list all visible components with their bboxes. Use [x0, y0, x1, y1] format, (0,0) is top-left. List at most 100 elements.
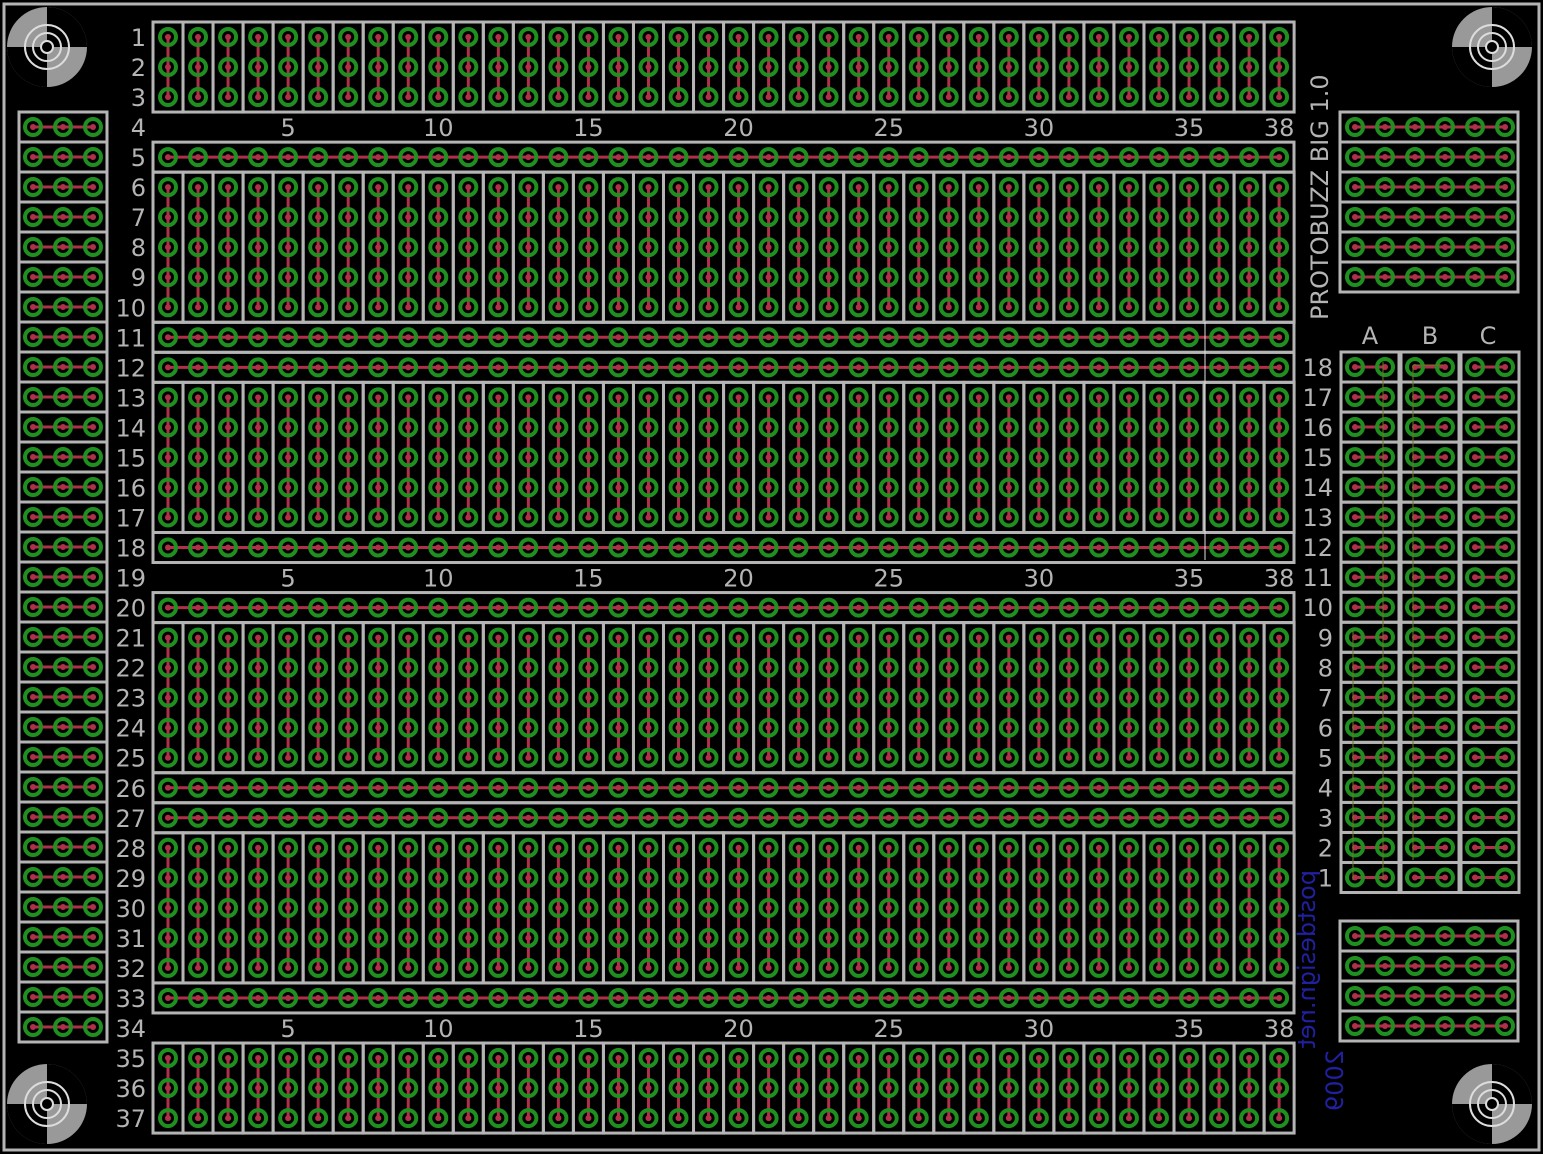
pad	[1028, 627, 1049, 648]
pad	[998, 237, 1019, 258]
pad	[818, 57, 839, 78]
pad-hole	[525, 934, 532, 941]
pad	[1269, 327, 1290, 348]
pad	[1345, 447, 1365, 468]
side-cell-outline	[1399, 861, 1461, 895]
pad	[1209, 867, 1230, 888]
pad	[1179, 807, 1200, 828]
pad-hole	[615, 1085, 622, 1092]
pad	[668, 267, 689, 288]
pad-hole	[165, 34, 171, 40]
pad	[53, 237, 73, 257]
pad-hole	[405, 484, 412, 491]
pad-hole	[525, 814, 532, 821]
pad	[578, 957, 599, 978]
pad-hole	[285, 904, 292, 911]
pad-hole	[195, 844, 202, 851]
pad-hole	[915, 964, 922, 971]
pad-hole	[435, 424, 442, 431]
pad-hole	[1502, 574, 1508, 581]
pad-hole	[1095, 814, 1102, 821]
pad	[1375, 837, 1395, 858]
pad-hole	[615, 154, 622, 161]
pad-hole	[1472, 634, 1478, 641]
pad-hole	[1035, 304, 1042, 311]
pad	[548, 657, 569, 678]
pad-hole	[675, 214, 682, 221]
pad-hole	[255, 394, 262, 401]
pad-hole	[525, 184, 532, 191]
pad-hole	[915, 1085, 922, 1092]
pad-hole	[405, 244, 412, 251]
pad-hole	[435, 994, 442, 1001]
pad	[938, 27, 959, 47]
pad	[1058, 987, 1079, 1008]
pad-hole	[765, 844, 772, 851]
pad-hole	[1216, 34, 1223, 40]
pad	[1375, 926, 1395, 946]
pad-hole	[1502, 604, 1508, 611]
pad-hole	[375, 1085, 382, 1092]
pad-hole	[945, 664, 952, 671]
pad-hole	[315, 724, 322, 731]
pad-hole	[1442, 154, 1448, 160]
pad	[1465, 687, 1485, 708]
pad	[1058, 27, 1079, 47]
pad	[398, 177, 419, 198]
pad-hole	[165, 64, 171, 71]
pad-hole	[1005, 784, 1012, 791]
pad-hole	[1155, 994, 1162, 1001]
pad-hole	[30, 184, 36, 190]
pad-hole	[90, 634, 96, 640]
pad	[1058, 657, 1079, 678]
pad-hole	[60, 874, 66, 880]
pad-hole	[675, 604, 682, 611]
pad	[878, 57, 899, 78]
pad	[1058, 1078, 1079, 1099]
pad	[428, 87, 449, 108]
pad	[698, 717, 719, 738]
row-number-label: 21	[115, 625, 146, 653]
pad	[458, 957, 479, 978]
pad-hole	[1246, 994, 1253, 1001]
pad-hole	[675, 994, 682, 1001]
pad-hole	[165, 94, 171, 101]
pad	[548, 177, 569, 198]
pad-hole	[1382, 1023, 1388, 1029]
pad-hole	[615, 814, 622, 821]
pad-hole	[1125, 334, 1132, 341]
pad	[488, 297, 509, 318]
pad-hole	[645, 304, 652, 311]
pad-hole	[795, 934, 802, 941]
pad-hole	[585, 274, 592, 281]
pad-hole	[885, 214, 892, 221]
pad-hole	[705, 784, 712, 791]
pad-hole	[735, 334, 742, 341]
pad-hole	[945, 514, 952, 521]
pad-hole	[375, 664, 382, 671]
pad	[53, 717, 73, 737]
pad-hole	[315, 274, 322, 281]
pad-hole	[375, 454, 382, 461]
pad	[1269, 717, 1290, 738]
pad	[218, 507, 239, 528]
pad-hole	[315, 334, 322, 341]
pad-hole	[975, 64, 982, 71]
pad	[698, 867, 719, 888]
pad	[1465, 777, 1485, 798]
pad-hole	[795, 64, 802, 71]
pad	[1345, 117, 1365, 137]
pad	[1405, 177, 1425, 197]
pad	[83, 267, 103, 287]
strip-outline	[17, 1010, 109, 1044]
pad	[998, 687, 1019, 708]
pad-hole	[315, 454, 322, 461]
pad-hole	[225, 904, 232, 911]
pad	[158, 777, 178, 798]
pad-hole	[1035, 784, 1042, 791]
pad-hole	[90, 664, 96, 670]
pad	[488, 747, 509, 768]
pad	[818, 957, 839, 978]
pad	[998, 207, 1019, 228]
